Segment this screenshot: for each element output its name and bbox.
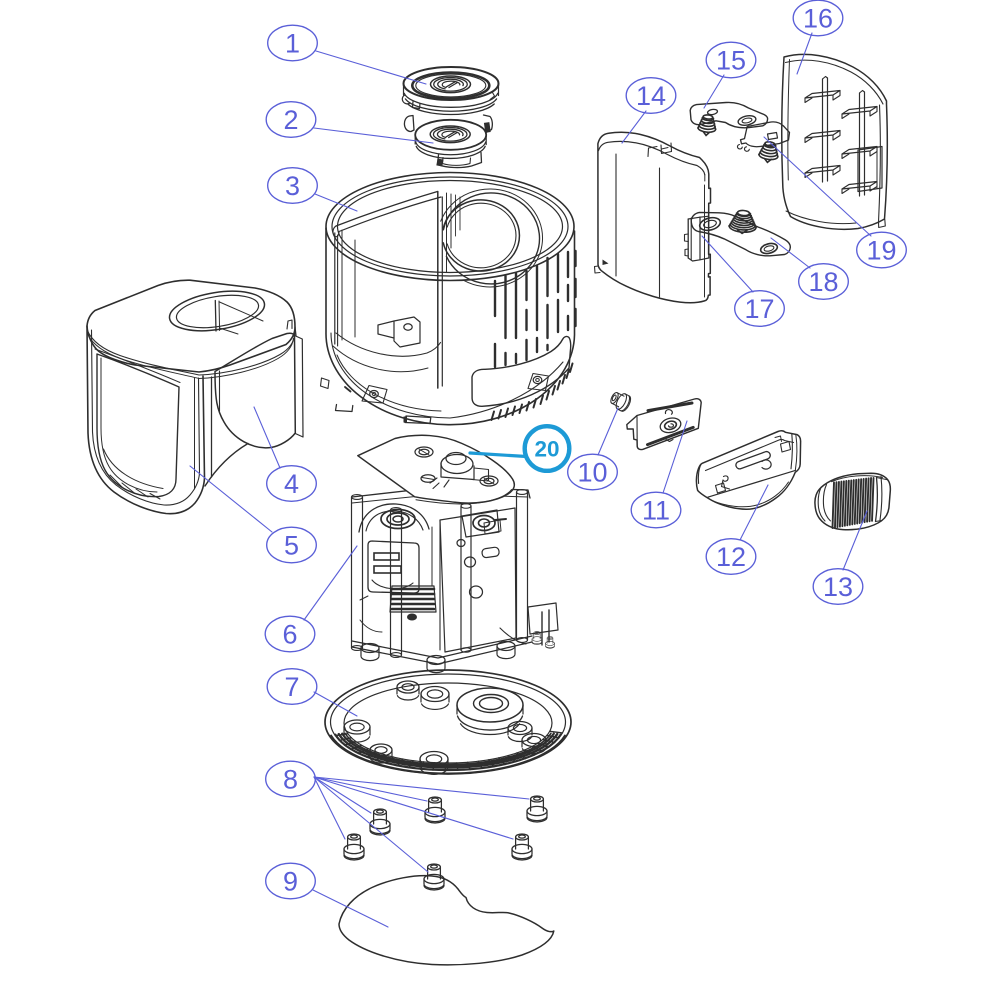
svg-text:18: 18 xyxy=(808,267,838,297)
svg-text:16: 16 xyxy=(803,4,833,34)
svg-text:12: 12 xyxy=(716,542,746,572)
svg-text:19: 19 xyxy=(866,236,896,266)
svg-text:17: 17 xyxy=(744,294,774,324)
svg-text:20: 20 xyxy=(534,437,559,462)
svg-text:11: 11 xyxy=(642,496,670,526)
svg-text:14: 14 xyxy=(636,81,666,111)
svg-text:13: 13 xyxy=(823,572,853,602)
svg-text:6: 6 xyxy=(282,620,297,650)
svg-text:1: 1 xyxy=(285,29,300,59)
svg-text:5: 5 xyxy=(284,531,299,561)
svg-text:8: 8 xyxy=(283,765,298,795)
svg-text:4: 4 xyxy=(284,469,299,499)
svg-text:9: 9 xyxy=(283,867,298,897)
svg-text:7: 7 xyxy=(284,672,299,702)
svg-text:2: 2 xyxy=(283,105,298,135)
svg-text:3: 3 xyxy=(285,171,300,201)
svg-text:10: 10 xyxy=(577,458,607,488)
svg-text:15: 15 xyxy=(716,46,746,76)
